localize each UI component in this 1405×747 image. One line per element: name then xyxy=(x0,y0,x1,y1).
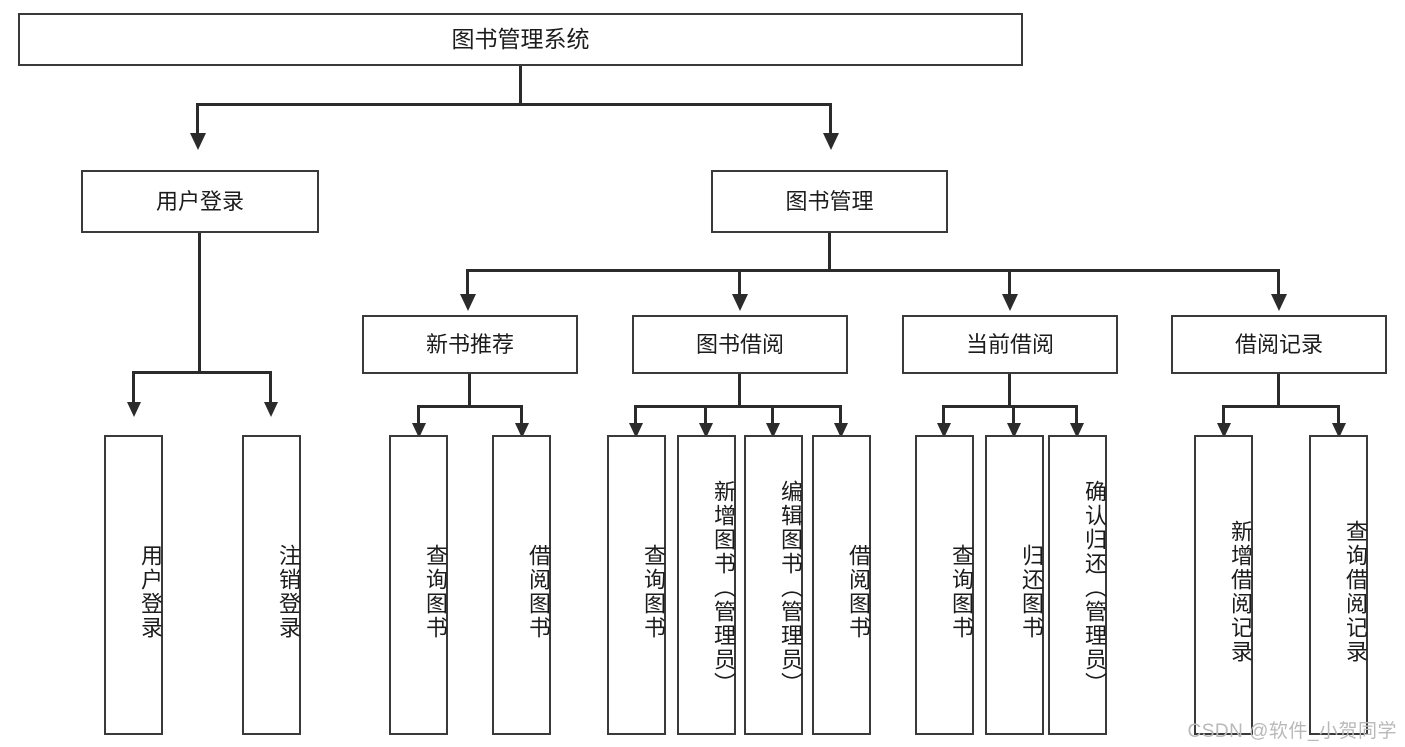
node-borrow-record[interactable]: 借阅记录 xyxy=(1171,315,1387,374)
leaf-cb-return-book[interactable]: 归还图书 xyxy=(985,435,1044,735)
arrowhead-br-leaf1 xyxy=(1217,423,1231,438)
node-current-borrow[interactable]: 当前借阅 xyxy=(902,315,1118,374)
connector-nbr-leaf2 xyxy=(520,405,523,427)
arrowhead-new-book-recommend xyxy=(460,294,476,311)
leaf-bb-query-book[interactable]: 查询图书 xyxy=(607,435,666,735)
node-book-management[interactable]: 图书管理 xyxy=(711,170,948,233)
arrowhead-bb-leaf1 xyxy=(629,423,643,438)
connector-to-book-borrow xyxy=(738,269,741,296)
leaf-br-query-record[interactable]: 查询借阅记录 xyxy=(1309,435,1368,735)
connector-user-login-leaf2 xyxy=(269,371,272,404)
arrowhead-br-leaf2 xyxy=(1332,423,1346,438)
arrowhead-cb-leaf3 xyxy=(1070,423,1084,438)
arrowhead-nbr-leaf1 xyxy=(412,423,426,438)
connector-root-to-user-login xyxy=(196,103,199,135)
connector-book-management-stem xyxy=(828,233,831,271)
arrowhead-book-borrow xyxy=(732,294,748,311)
connector-new-book-recommend-stem xyxy=(468,374,471,407)
node-user-login[interactable]: 用户登录 xyxy=(81,170,319,233)
leaf-nbr-borrow-book[interactable]: 借阅图书 xyxy=(492,435,551,735)
arrowhead-user-login xyxy=(190,133,206,150)
connector-current-borrow-bus xyxy=(942,405,1078,408)
connector-root-to-book-management xyxy=(829,103,832,135)
connector-bb-leaf2 xyxy=(704,405,707,427)
connector-bb-leaf1 xyxy=(634,405,637,427)
node-book-borrow[interactable]: 图书借阅 xyxy=(632,315,848,374)
node-root-book-management-system[interactable]: 图书管理系统 xyxy=(18,13,1023,66)
connector-cb-leaf2 xyxy=(1012,405,1015,427)
leaf-user-login[interactable]: 用户登录 xyxy=(104,435,163,735)
connector-bb-leaf4 xyxy=(839,405,842,427)
connector-book-borrow-stem xyxy=(738,374,741,407)
node-new-book-recommend[interactable]: 新书推荐 xyxy=(362,315,578,374)
leaf-bb-add-book-admin[interactable]: 新增图书（管理员） xyxy=(677,435,736,735)
arrowhead-leaf-logout-login xyxy=(264,402,278,417)
connector-to-new-book-recommend xyxy=(466,269,469,296)
connector-borrow-record-bus xyxy=(1222,405,1339,408)
connector-level3-bus xyxy=(466,269,1278,272)
connector-root-stem xyxy=(519,66,522,103)
connector-root-bus xyxy=(196,103,832,106)
connector-current-borrow-stem xyxy=(1008,374,1011,407)
arrowhead-cb-leaf1 xyxy=(937,423,951,438)
connector-user-login-bus xyxy=(132,371,269,374)
leaf-cb-query-book[interactable]: 查询图书 xyxy=(915,435,974,735)
connector-nbr-leaf1 xyxy=(417,405,420,427)
leaf-logout-login[interactable]: 注销登录 xyxy=(242,435,301,735)
connector-br-leaf1 xyxy=(1222,405,1225,427)
arrowhead-borrow-record xyxy=(1271,294,1287,311)
arrowhead-bb-leaf4 xyxy=(834,423,848,438)
connector-bb-leaf3 xyxy=(771,405,774,427)
connector-user-login-leaf1 xyxy=(132,371,135,404)
connector-cb-leaf3 xyxy=(1075,405,1078,427)
connector-to-current-borrow xyxy=(1008,269,1011,296)
connector-br-leaf2 xyxy=(1337,405,1340,427)
leaf-nbr-query-book[interactable]: 查询图书 xyxy=(389,435,448,735)
arrowhead-bb-leaf3 xyxy=(766,423,780,438)
arrowhead-book-management xyxy=(823,133,839,150)
leaf-br-add-record[interactable]: 新增借阅记录 xyxy=(1194,435,1253,735)
connector-to-borrow-record xyxy=(1277,269,1280,296)
leaf-bb-edit-book-admin[interactable]: 编辑图书（管理员） xyxy=(744,435,803,735)
arrowhead-bb-leaf2 xyxy=(699,423,713,438)
leaf-cb-confirm-return-admin[interactable]: 确认归还（管理员） xyxy=(1048,435,1107,735)
connector-book-borrow-bus xyxy=(634,405,842,408)
arrowhead-cb-leaf2 xyxy=(1007,423,1021,438)
arrowhead-leaf-user-login xyxy=(127,402,141,417)
connector-new-book-recommend-bus xyxy=(417,405,523,408)
connector-borrow-record-stem xyxy=(1277,374,1280,407)
arrowhead-current-borrow xyxy=(1002,294,1018,311)
connector-user-login-stem xyxy=(198,233,201,373)
connector-cb-leaf1 xyxy=(942,405,945,427)
arrowhead-nbr-leaf2 xyxy=(515,423,529,438)
leaf-bb-borrow-book[interactable]: 借阅图书 xyxy=(812,435,871,735)
